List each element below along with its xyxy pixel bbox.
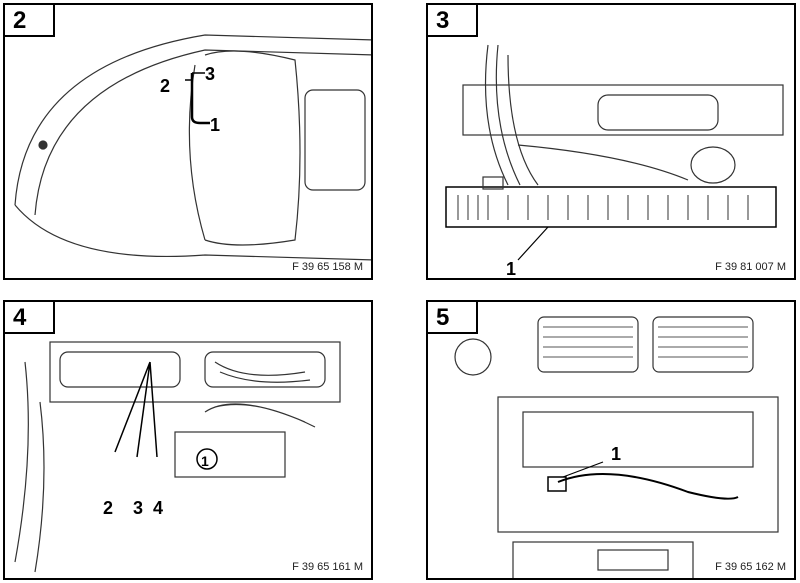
callout-label: 2 (103, 498, 113, 518)
control-module-illustration: 1 (445, 44, 784, 279)
callout-label: 1 (210, 115, 220, 135)
figure-panel-5: 5 1 F 39 65 162 M (426, 300, 796, 580)
panel-number: 5 (428, 302, 478, 334)
dashboard-illustration: 1 (454, 316, 779, 578)
figure-panel-3: 3 1 F 39 81 007 M (426, 3, 796, 280)
figure-code: F 39 81 007 M (711, 261, 786, 273)
figure-panel-2: 2 2 3 1 F 39 65 158 M (3, 3, 373, 280)
callout-label: 1 (611, 444, 621, 464)
callout-label: 1 (201, 453, 209, 469)
car-top-view-illustration: 2 3 1 (14, 34, 371, 261)
panel-number: 4 (5, 302, 55, 334)
figure-code: F 39 65 158 M (288, 261, 363, 273)
callout-label: 2 (160, 76, 170, 96)
callout-label: 4 (153, 498, 163, 518)
callout-label: 3 (133, 498, 143, 518)
figure-code: F 39 65 161 M (288, 561, 363, 573)
callout-label: 1 (506, 259, 516, 279)
panel-number: 2 (5, 5, 55, 37)
figure-panel-4: 4 1 2 3 4 F 39 65 161 M (3, 300, 373, 580)
wiring-connector-illustration: 1 2 3 4 (14, 341, 341, 573)
figure-code: F 39 65 162 M (711, 561, 786, 573)
callout-label: 3 (205, 64, 215, 84)
panel-number: 3 (428, 5, 478, 37)
